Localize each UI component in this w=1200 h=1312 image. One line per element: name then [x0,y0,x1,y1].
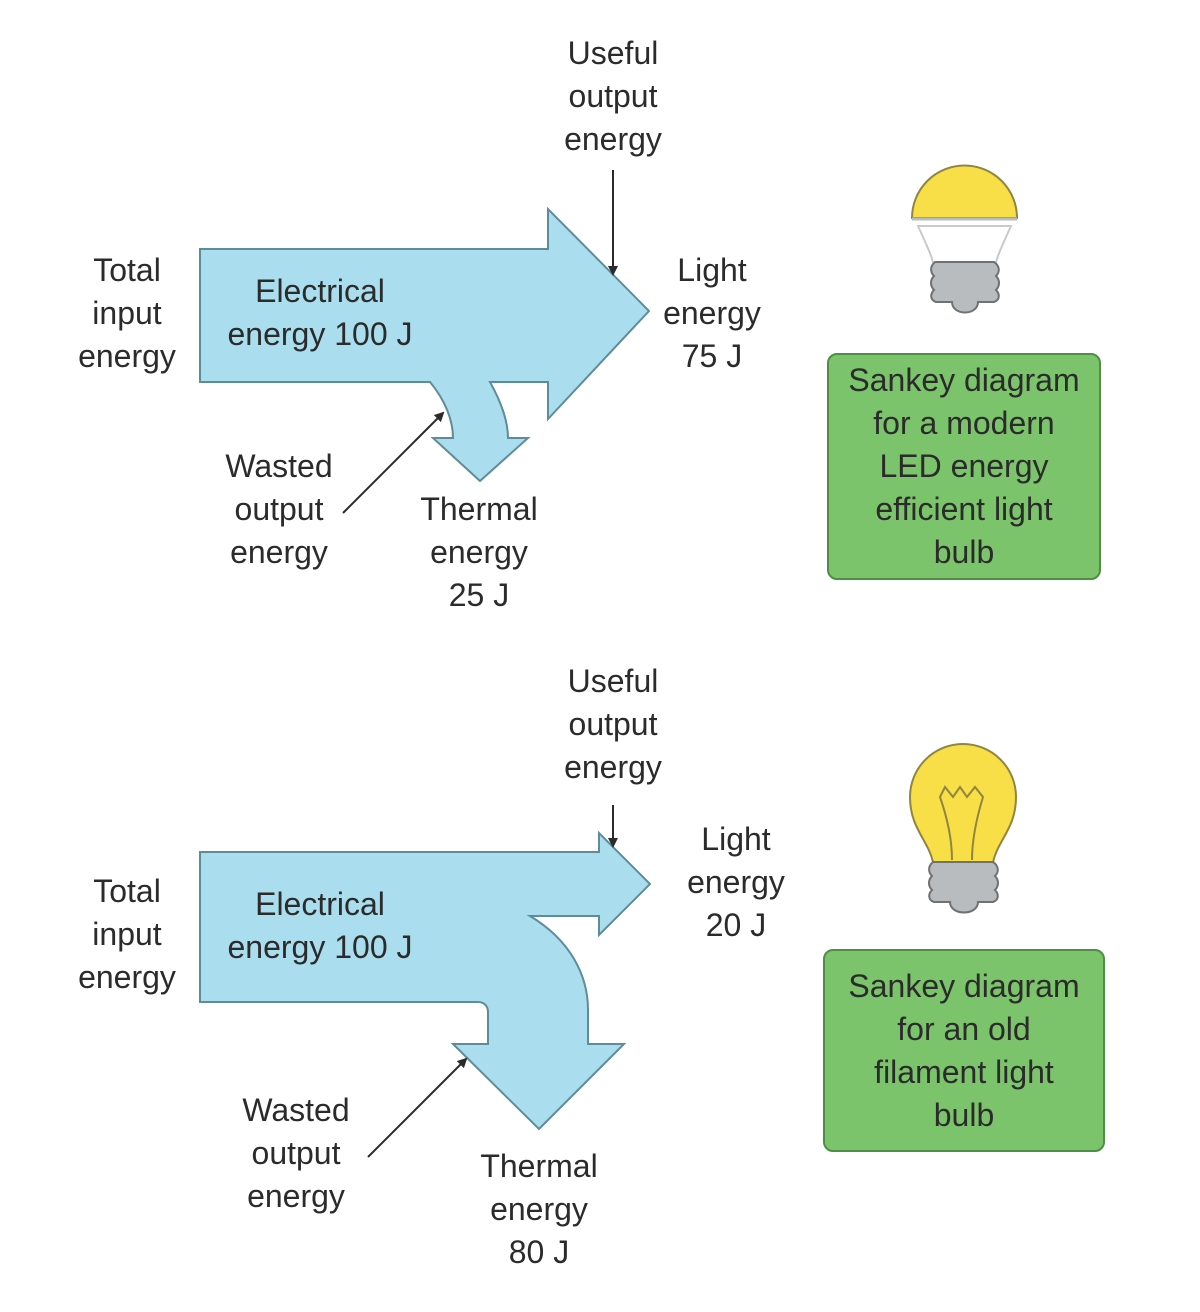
filament-sankey-arrow [199,830,652,1131]
total-input-label: Total input energy [78,252,176,374]
light-energy-label: Light energy 20 J [687,821,785,943]
filament-bulb-icon [908,743,1018,914]
useful-output-label: Useful output energy [564,663,662,785]
useful-output-label: Useful output energy [564,35,662,157]
wasted-pointer-arrow [342,411,445,514]
light-energy-label: Light energy 75 J [663,252,761,374]
electrical-energy-label: Electrical energy 100 J [227,886,413,965]
filament-caption-box: Sankey diagram for an old filament light… [823,949,1105,1152]
thermal-energy-label: Thermal energy 80 J [480,1148,598,1270]
led-caption-box: Sankey diagram for a modern LED energy e… [827,353,1101,580]
wasted-output-label: Wasted output energy [225,448,333,570]
thermal-energy-label: Thermal energy 25 J [420,491,538,613]
wasted-pointer-arrow [367,1057,468,1158]
led-sankey-arrow [199,206,651,483]
total-input-label: Total input energy [78,873,176,995]
wasted-output-label: Wasted output energy [242,1092,350,1214]
electrical-energy-label: Electrical energy 100 J [227,273,413,352]
led-bulb-icon [910,164,1019,314]
